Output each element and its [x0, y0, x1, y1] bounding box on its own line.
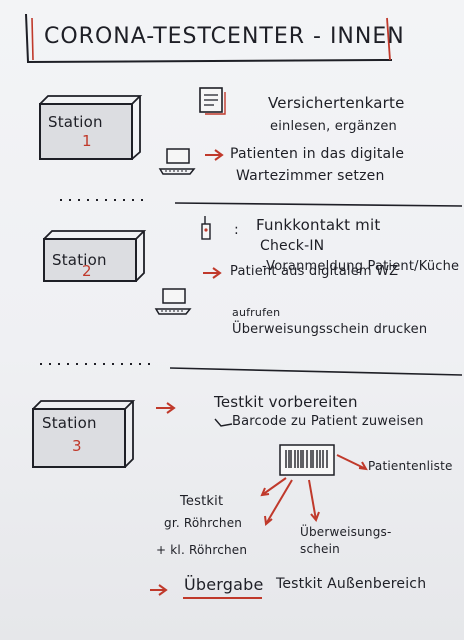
station-2-line-2: Check-IN [260, 238, 325, 254]
station-2-line-1: Funkkontakt mit [256, 216, 381, 234]
page-title: CORONA-TESTCENTER - INNEN [44, 24, 405, 49]
station-2-line-3: -Voranmeldung Patient/Küche [262, 259, 460, 274]
patientenliste-label: Patientenliste [368, 459, 453, 473]
arrow-icon [156, 402, 176, 414]
kl-roehrchen-label: + kl. Röhrchen [156, 543, 248, 557]
station-3-box [32, 408, 126, 468]
station-1-action-1: Patienten in das digitale [230, 146, 405, 162]
station-1-box [39, 103, 133, 160]
testkit-aussenbereich-label: Testkit Außenbereich [276, 576, 427, 592]
station-3-line-1: Testkit vorbereiten [214, 393, 358, 411]
station-2-box [43, 238, 137, 282]
station-1-number: 1 [82, 132, 92, 150]
gr-roehrchen-label: gr. Röhrchen [164, 516, 243, 530]
station-1-label: Station [48, 113, 103, 131]
station-2-action-3: Überweisungsschein drucken [232, 322, 428, 337]
radio-icon [201, 216, 211, 240]
arrow-icon [205, 149, 224, 161]
station-3-line-2: Barcode zu Patient zuweisen [232, 414, 424, 429]
station-2-number: 2 [82, 262, 92, 280]
ueberweisungs-label-2: schein [300, 542, 340, 556]
station-2-colon: : [234, 222, 239, 238]
station-3-label: Station [42, 414, 97, 432]
station-1-line-2: einlesen, ergänzen [270, 119, 397, 134]
arrow-icon [203, 267, 222, 279]
testkit-label: Testkit [180, 494, 224, 509]
station-2-action-2: aufrufen [232, 306, 281, 319]
station-1-line-1: Versichertenkarte [268, 94, 405, 112]
computer-icon [158, 148, 196, 175]
arrow-icon [150, 584, 168, 596]
ueberweisungs-label-1: Überweisungs- [300, 525, 392, 539]
station-1-action-2: Wartezimmer setzen [236, 168, 385, 184]
document-icon [199, 87, 226, 115]
barcode-icon [279, 444, 335, 476]
station-2-label: Station [52, 251, 107, 269]
station-3-number: 3 [72, 437, 82, 455]
uebergabe-label: Übergabe [184, 575, 264, 594]
station-2-action-1: Patient aus digitalem WZ [230, 264, 399, 279]
computer-icon-2 [154, 288, 192, 315]
